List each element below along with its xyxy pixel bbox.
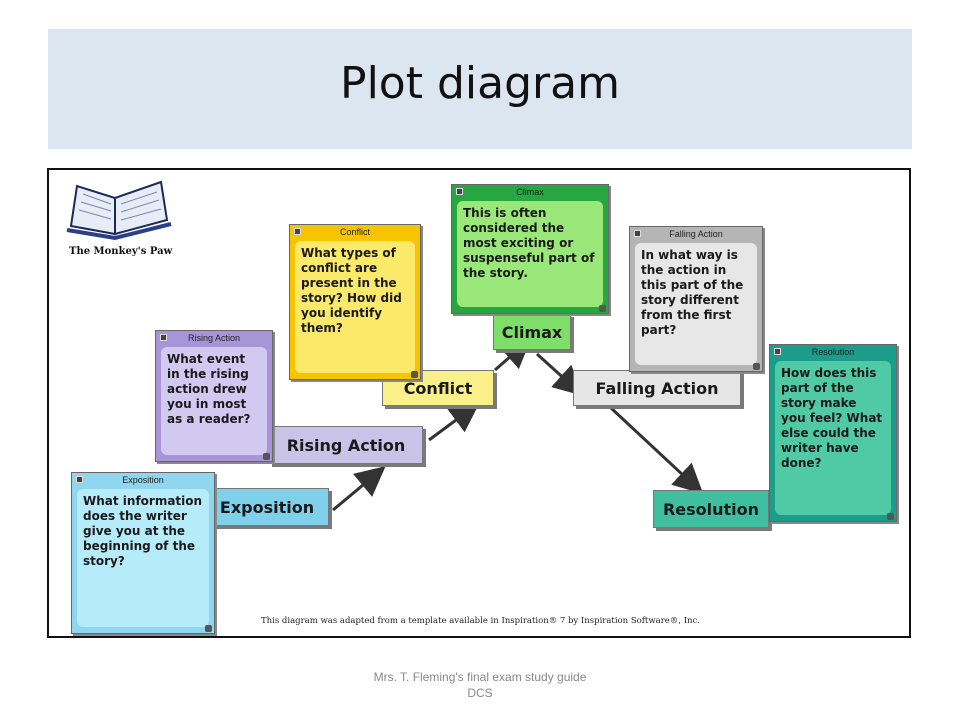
credit-note: This diagram was adapted from a template…	[261, 616, 700, 626]
stage-conflict: Conflict	[382, 370, 494, 406]
note-header: Rising Action	[187, 333, 241, 343]
note-text: How does this part of the story make you…	[775, 361, 891, 515]
collapse-icon	[160, 334, 167, 341]
resize-handle-icon	[263, 453, 270, 460]
stage-climax: Climax	[493, 314, 571, 350]
arrow-rising-to-conflict	[428, 402, 480, 442]
note-header: Falling Action	[669, 229, 723, 239]
note-text: This is often considered the most exciti…	[457, 201, 603, 307]
note-falling-action: Falling Action In what way is the action…	[629, 226, 763, 372]
note-header: Conflict	[339, 227, 370, 237]
resize-handle-icon	[599, 305, 606, 312]
note-conflict: Conflict What types of conflict are pres…	[289, 224, 421, 380]
note-header: Climax	[516, 187, 544, 197]
footer-line-2: DCS	[467, 686, 493, 700]
arrow-exposition-to-rising	[332, 466, 386, 512]
note-climax: Climax This is often considered the most…	[451, 184, 609, 314]
page-title: Plot diagram	[340, 58, 620, 109]
collapse-icon	[634, 230, 641, 237]
stage-falling-action: Falling Action	[573, 370, 741, 406]
collapse-icon	[76, 476, 83, 483]
stage-exposition: Exposition	[205, 488, 329, 526]
note-text: What event in the rising action drew you…	[161, 347, 267, 455]
note-exposition: Exposition What information does the wri…	[71, 472, 215, 634]
resize-handle-icon	[205, 625, 212, 632]
note-rising-action: Rising Action What event in the rising a…	[155, 330, 273, 462]
collapse-icon	[456, 188, 463, 195]
resize-handle-icon	[411, 371, 418, 378]
note-header: Exposition	[122, 475, 164, 485]
plot-arrows	[332, 338, 704, 512]
resize-handle-icon	[887, 513, 894, 520]
footer: Mrs. T. Fleming's final exam study guide…	[0, 669, 960, 701]
title-band	[48, 29, 912, 149]
open-book-icon	[66, 180, 172, 241]
note-resolution: Resolution How does this part of the sto…	[769, 344, 897, 522]
book-caption: The Monkey's Paw	[69, 246, 173, 257]
footer-line-1: Mrs. T. Fleming's final exam study guide	[373, 670, 587, 684]
note-text: What information does the writer give yo…	[77, 489, 209, 627]
note-text: What types of conflict are present in th…	[295, 241, 415, 373]
note-header: Resolution	[811, 347, 855, 357]
collapse-icon	[774, 348, 781, 355]
resize-handle-icon	[753, 363, 760, 370]
arrow-climax-to-falling	[535, 352, 584, 397]
note-text: In what way is the action in this part o…	[635, 243, 757, 365]
plot-diagram: The Monkey's Paw Exposition Rising Actio…	[47, 168, 911, 638]
arrow-falling-to-resolution	[609, 406, 704, 495]
stage-resolution: Resolution	[653, 490, 769, 528]
stage-rising-action: Rising Action	[269, 426, 423, 464]
collapse-icon	[294, 228, 301, 235]
